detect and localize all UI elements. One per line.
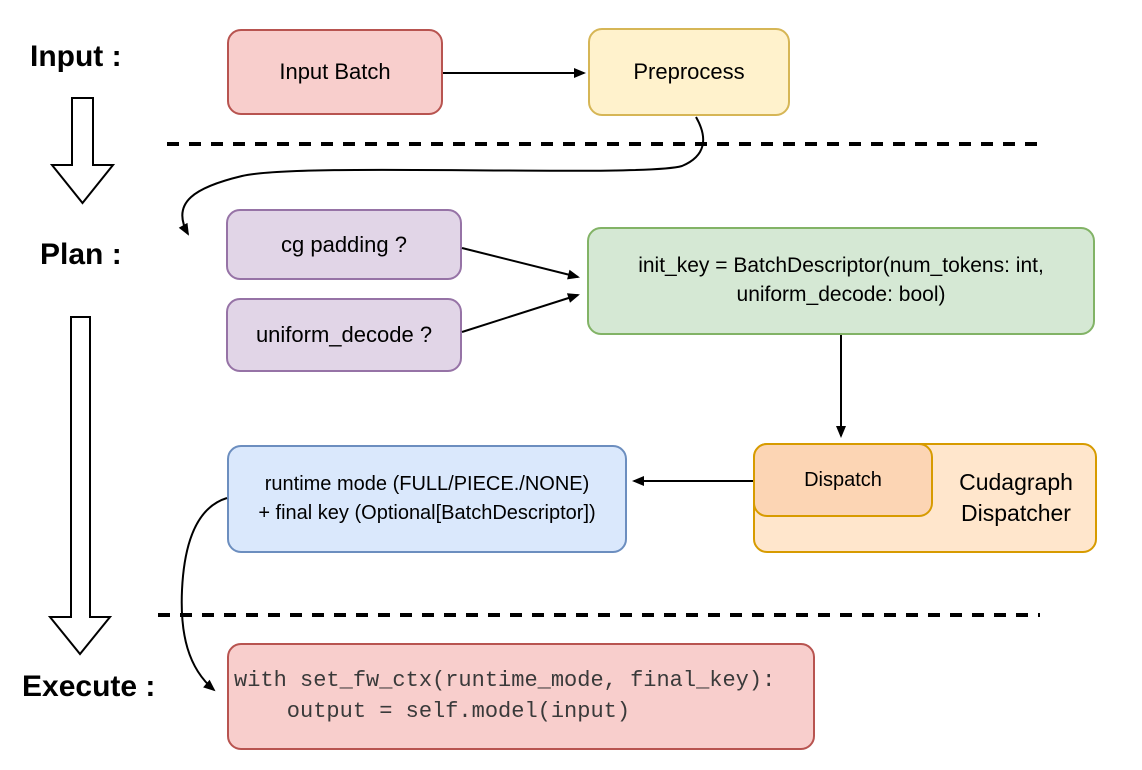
node-cg-padding-label: cg padding ? <box>281 231 407 257</box>
node-execute-code-line2: output = self.model(input) <box>234 698 631 724</box>
node-execute-code-line1: with set_fw_ctx(runtime_mode, final_key)… <box>234 668 776 694</box>
node-input-batch: Input Batch <box>227 29 443 115</box>
node-preprocess: Preprocess <box>588 28 790 116</box>
node-cg-padding: cg padding ? <box>226 209 462 280</box>
node-init-key: init_key = BatchDescriptor(num_tokens: i… <box>587 227 1095 335</box>
node-uniform-decode-label: uniform_decode ? <box>255 322 433 348</box>
node-init-key-line2: uniform_decode: bool) <box>736 283 946 306</box>
node-cudagraph-line2: Dispatcher <box>961 500 1071 526</box>
stage-label-execute: Execute : <box>22 670 156 703</box>
node-cudagraph-dispatcher-label: Cudagraph Dispatcher <box>935 445 1097 551</box>
arrow-uniformdecode-to-initkey <box>461 293 580 333</box>
arrow-cgpadding-to-initkey <box>461 247 580 280</box>
node-runtime-mode: runtime mode (FULL/PIECE./NONE) + final … <box>227 445 627 553</box>
node-runtime-mode-line1: runtime mode (FULL/PIECE./NONE) <box>264 473 590 495</box>
stage-label-plan: Plan : <box>40 238 122 271</box>
node-dispatch: Dispatch <box>753 443 933 517</box>
stage-label-input: Input : <box>30 40 122 73</box>
node-cudagraph-line1: Cudagraph <box>959 468 1073 495</box>
node-init-key-line1: init_key = BatchDescriptor(num_tokens: i… <box>638 254 1044 278</box>
node-preprocess-label: Preprocess <box>633 59 745 85</box>
stage-arrow-plan-to-execute <box>47 316 113 656</box>
node-dispatch-label: Dispatch <box>804 468 882 491</box>
node-uniform-decode: uniform_decode ? <box>226 298 462 372</box>
node-input-batch-label: Input Batch <box>279 59 391 85</box>
node-runtime-mode-line2: + final key (Optional[BatchDescriptor]) <box>258 502 596 524</box>
stage-arrow-input-to-plan <box>49 97 116 205</box>
arrow-runtimemode-to-execute <box>180 497 228 692</box>
node-execute-code: with set_fw_ctx(runtime_mode, final_key)… <box>227 643 815 750</box>
